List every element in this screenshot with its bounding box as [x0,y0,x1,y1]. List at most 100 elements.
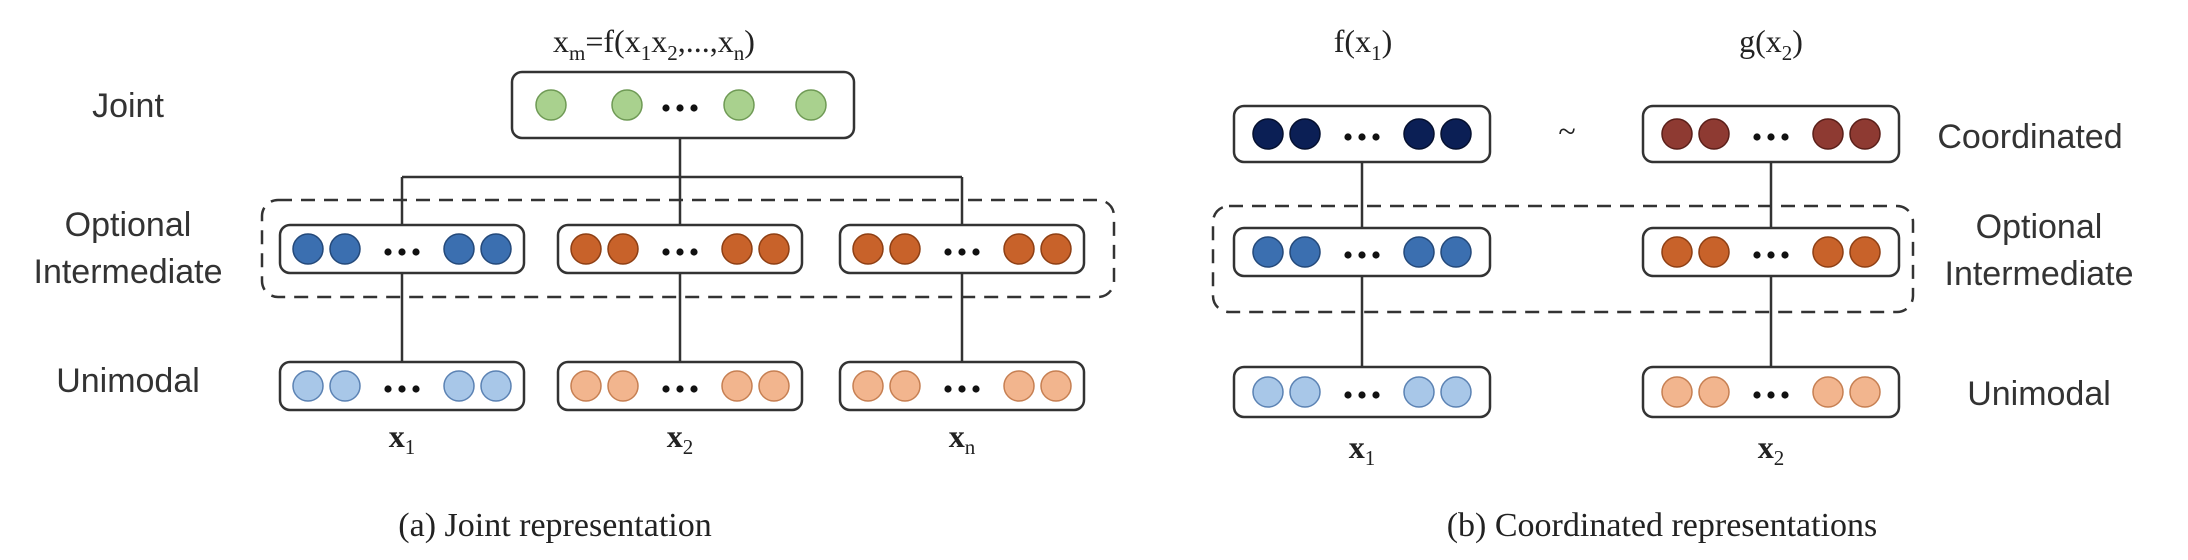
intermediate-nodes-right-1 [1252,236,1472,268]
node-circle [1812,376,1844,408]
similarity-tilde: ~ [1558,113,1575,149]
coordinated-nodes-1 [1252,118,1472,150]
node-circle [570,370,602,402]
node-circle [795,89,827,121]
ellipsis-dot [1372,251,1380,259]
node-circle [1003,233,1035,265]
ellipsis-dot [690,385,698,393]
node-circle [852,370,884,402]
ellipsis-dot [958,248,966,256]
node-circle [607,370,639,402]
optional-intermediate-group [260,198,1116,299]
ellipsis-dot [958,385,966,393]
ellipsis-dot [944,385,952,393]
ellipsis-dot [1372,133,1380,141]
node-circle [1289,118,1321,150]
unimodal-nodes-1 [292,370,512,402]
node-circle [758,370,790,402]
unimodal-vector-1 [278,360,526,412]
intermediate-nodes-2 [570,233,790,265]
ellipsis-dot [1344,133,1352,141]
intermediate-vector-2 [556,223,804,275]
intermediate-nodes-1 [292,233,512,265]
node-circle [852,233,884,265]
row-label-coordinated: Coordinated [1937,118,2122,156]
node-circle [721,370,753,402]
ellipsis-dot [1358,391,1366,399]
node-circle [1252,236,1284,268]
ellipsis-dot [1372,391,1380,399]
input-label-right-x1: x1 [1349,429,1376,470]
node-circle [329,370,361,402]
caption-joint: (a) Joint representation [398,507,711,544]
intermediate-vector-right-2 [1641,226,1901,278]
unimodal-nodes-n [852,370,1072,402]
ellipsis-dot [972,248,980,256]
ellipsis-dot [1753,391,1761,399]
row-label-unimodal: Unimodal [56,362,200,400]
node-circle [1849,118,1881,150]
node-circle [1040,370,1072,402]
node-circle [1698,118,1730,150]
optional-intermediate-group-right [1211,204,1915,314]
intermediate-vector-1 [278,223,526,275]
joint-nodes [535,89,827,121]
input-label-x2: x2 [667,418,694,459]
unimodal-nodes-right-1 [1252,376,1472,408]
joint-representation-panel: xm=f(x1x2,...,xn) Joint Optional Interme… [34,23,1116,544]
ellipsis-dot [690,248,698,256]
ellipsis-dot [1767,391,1775,399]
ellipsis-dot [1781,391,1789,399]
ellipsis-dot [676,385,684,393]
ellipsis-dot [662,104,670,112]
caption-coordinated: (b) Coordinated representations [1447,507,1878,544]
ellipsis-dot [676,104,684,112]
node-circle [1440,236,1472,268]
node-circle [480,370,512,402]
coordinated-representation-panel: f(x1) g(x2) ~ Coordinated Optional Inter… [1211,23,2134,544]
ellipsis-dot [1767,133,1775,141]
input-label-right-x2: x2 [1758,429,1785,470]
ellipsis-dot [1753,133,1761,141]
node-circle [1403,236,1435,268]
node-circle [889,370,921,402]
coordinated-vector-2 [1641,104,1901,164]
func-label-g: g(x2) [1739,23,1803,65]
node-circle [292,233,324,265]
node-circle [1289,236,1321,268]
node-circle [607,233,639,265]
node-circle [292,370,324,402]
node-circle [1403,376,1435,408]
node-circle [1003,370,1035,402]
node-circle [1661,118,1693,150]
ellipsis-dot [384,385,392,393]
ellipsis-dot [398,248,406,256]
row-label-optional-right: Optional [1976,208,2103,246]
input-label-x1: x1 [389,418,416,459]
node-circle [1849,236,1881,268]
ellipsis-dot [972,385,980,393]
unimodal-vector-right-1 [1232,365,1492,419]
func-label-f: f(x1) [1334,23,1392,65]
ellipsis-dot [1781,133,1789,141]
unimodal-vector-right-2 [1641,365,1901,419]
node-circle [443,370,475,402]
node-circle [443,233,475,265]
row-label-intermediate: Intermediate [34,253,223,291]
unimodal-vector-2 [556,360,804,412]
node-circle [570,233,602,265]
node-circle [611,89,643,121]
row-label-optional: Optional [65,206,192,244]
node-circle [1403,118,1435,150]
ellipsis-dot [1781,251,1789,259]
input-label-xn: xn [949,418,976,459]
intermediate-vector-n [838,223,1086,275]
joint-formula: xm=f(x1x2,...,xn) [553,23,755,65]
ellipsis-dot [384,248,392,256]
node-circle [1849,376,1881,408]
node-circle [1440,118,1472,150]
row-label-unimodal-right: Unimodal [1967,375,2111,413]
ellipsis-dot [690,104,698,112]
node-circle [758,233,790,265]
